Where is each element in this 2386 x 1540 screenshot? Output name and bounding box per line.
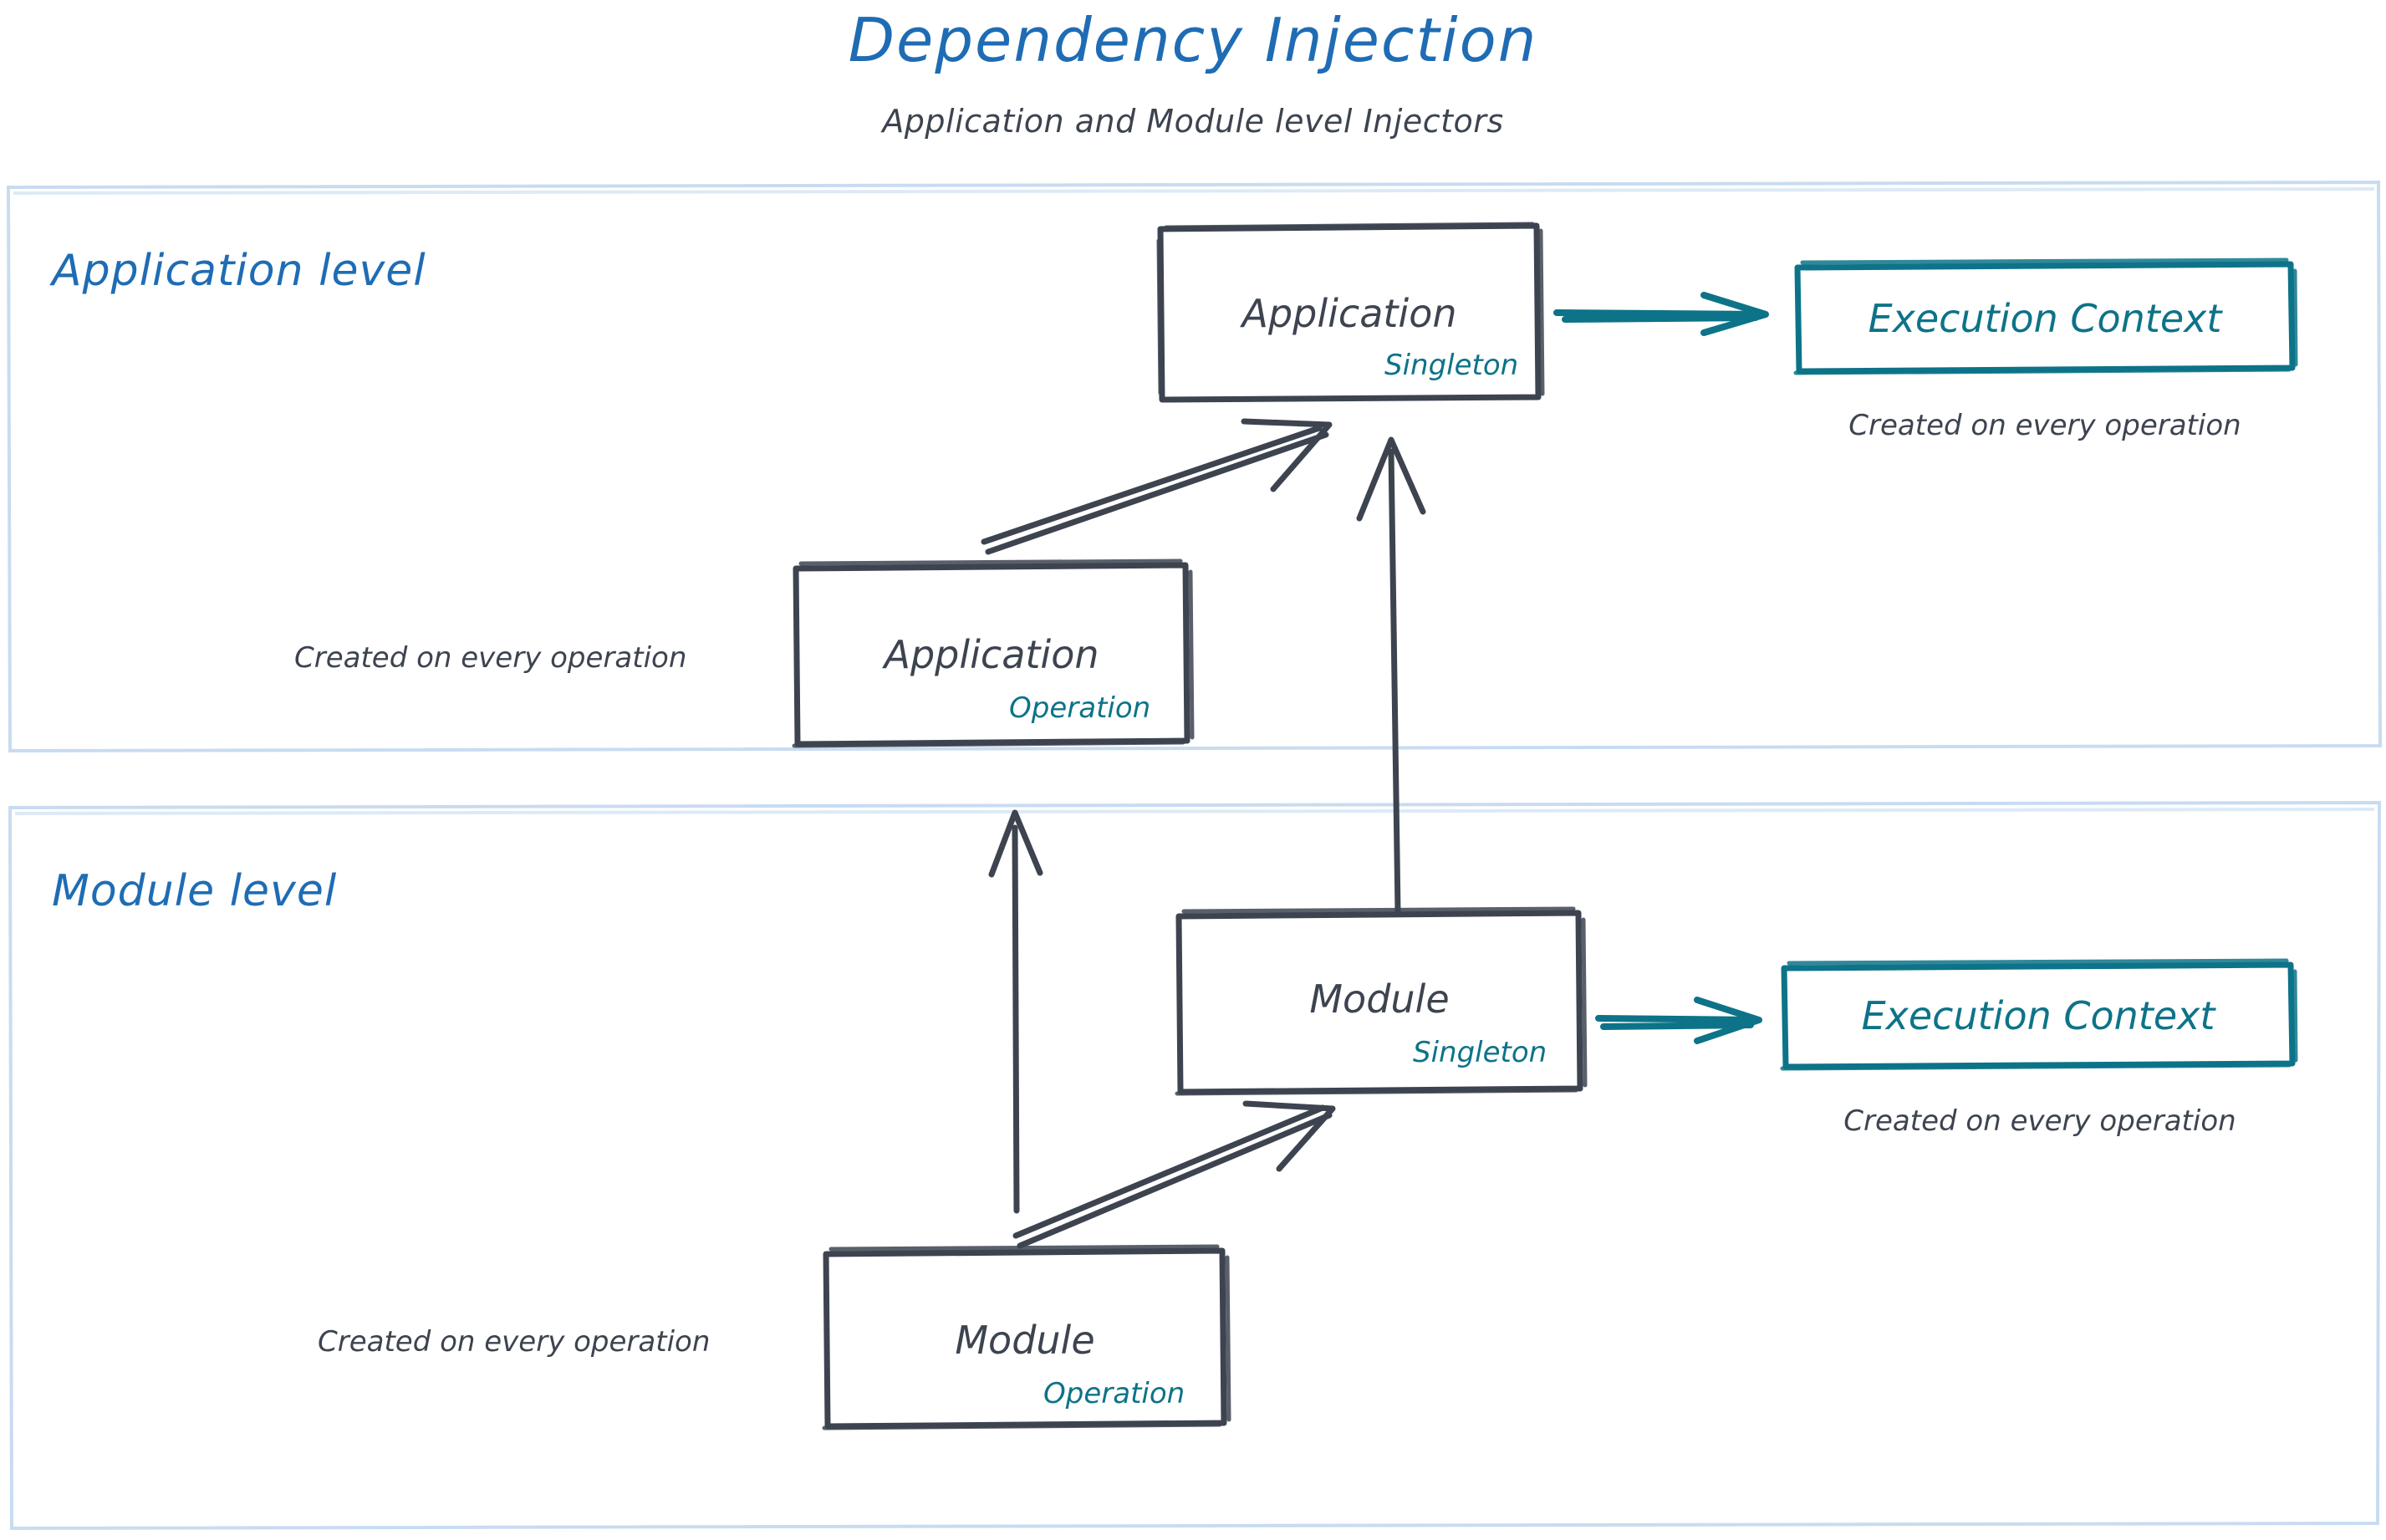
arrow-module-operation-to-app-operation: [988, 809, 1043, 1214]
application-execution-context-label[interactable]: Execution Context: [1868, 296, 2222, 341]
application-execution-context-note: Created on every operation: [1848, 409, 2241, 442]
module-singleton-scope: Singleton: [1413, 1036, 1547, 1069]
module-execution-context-note: Created on every operation: [1843, 1104, 2236, 1138]
module-operation-scope: Operation: [1043, 1377, 1185, 1410]
application-operation-title[interactable]: Application: [884, 632, 1099, 677]
arrow-module-singleton-to-app-singleton: [1356, 436, 1426, 915]
application-operation-note: Created on every operation: [294, 641, 687, 675]
arrow-app-singleton-to-exec-context: [1553, 292, 1769, 336]
arrow-module-operation-to-module-singleton: [1012, 1100, 1336, 1249]
module-singleton-title[interactable]: Module: [1309, 977, 1450, 1022]
lane-label-application-level: Application level: [52, 246, 426, 296]
arrow-app-operation-to-app-singleton: [981, 418, 1333, 555]
arrow-module-singleton-to-exec-context: [1595, 997, 1762, 1044]
module-operation-title[interactable]: Module: [955, 1318, 1095, 1363]
lane-module-level-frame: [8, 800, 2382, 1531]
application-operation-scope: Operation: [1009, 691, 1151, 725]
application-singleton-title[interactable]: Application: [1241, 291, 1457, 336]
page-subtitle: Application and Module level Injectors: [882, 103, 1504, 140]
page-title: Dependency Injection: [848, 5, 1538, 75]
lane-label-module-level: Module level: [52, 866, 338, 916]
module-execution-context-label[interactable]: Execution Context: [1861, 993, 2215, 1038]
module-operation-note: Created on every operation: [318, 1325, 711, 1359]
application-singleton-scope: Singleton: [1384, 349, 1519, 382]
